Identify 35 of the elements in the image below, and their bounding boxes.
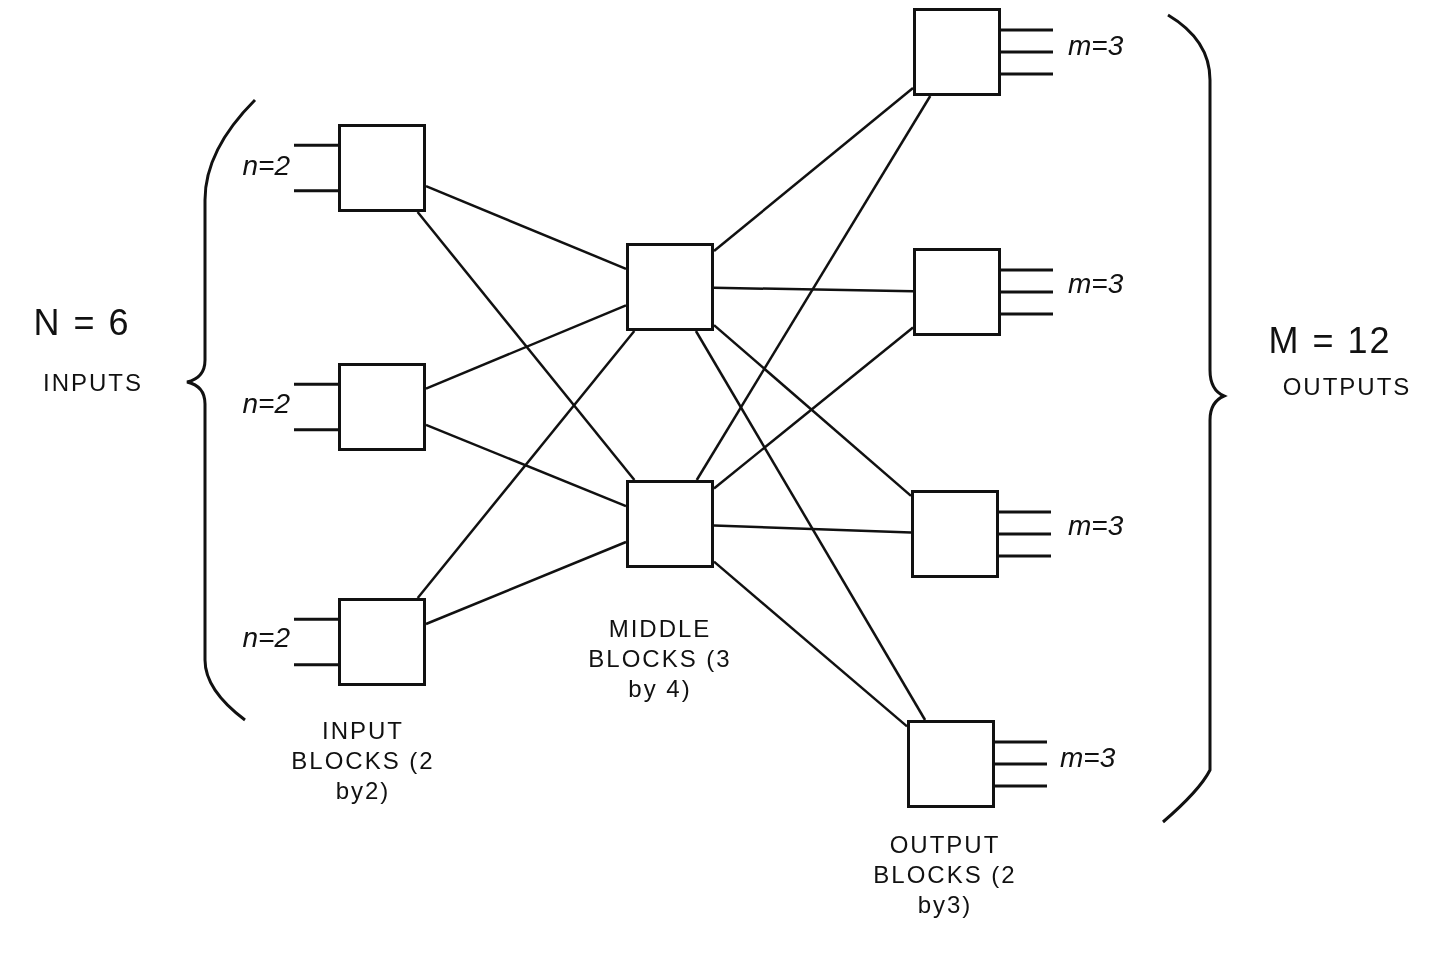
- switch-block: [626, 243, 714, 331]
- connection-line: [713, 87, 914, 252]
- connection-line: [425, 185, 627, 270]
- switch-block: [626, 480, 714, 568]
- connection-line: [713, 524, 912, 534]
- port-count-label: m=3: [1068, 268, 1124, 300]
- port-count-label: n=2: [242, 622, 290, 654]
- switch-block: [911, 490, 999, 578]
- connection-line: [416, 330, 636, 599]
- connection-line: [425, 423, 627, 508]
- port-count-label: n=2: [242, 388, 290, 420]
- annotation-label: INPUT BLOCKS (2 by2): [290, 716, 436, 806]
- connection-line: [425, 304, 627, 390]
- annotation-label: OUTPUT BLOCKS (2 by3): [872, 830, 1018, 920]
- annotation-label: M = 12: [1267, 319, 1393, 363]
- port-count-label: m=3: [1060, 742, 1116, 774]
- annotation-label: N = 6: [32, 301, 132, 345]
- switch-block: [338, 363, 426, 451]
- connection-line: [425, 540, 627, 626]
- annotation-label: OUTPUTS: [1281, 372, 1413, 402]
- switch-block: [338, 598, 426, 686]
- connection-line: [713, 286, 914, 293]
- switch-block: [913, 8, 1001, 96]
- connection-line: [694, 330, 927, 721]
- connection-line: [416, 211, 636, 481]
- switch-block: [913, 248, 1001, 336]
- connection-line: [695, 95, 932, 481]
- annotation-label: INPUTS: [42, 368, 144, 398]
- port-count-label: m=3: [1068, 30, 1124, 62]
- switch-block: [907, 720, 995, 808]
- connection-line: [713, 560, 908, 728]
- port-count-label: n=2: [242, 150, 290, 182]
- port-count-label: m=3: [1068, 510, 1124, 542]
- annotation-label: MIDDLE BLOCKS (3 by 4): [587, 614, 733, 704]
- switch-block: [338, 124, 426, 212]
